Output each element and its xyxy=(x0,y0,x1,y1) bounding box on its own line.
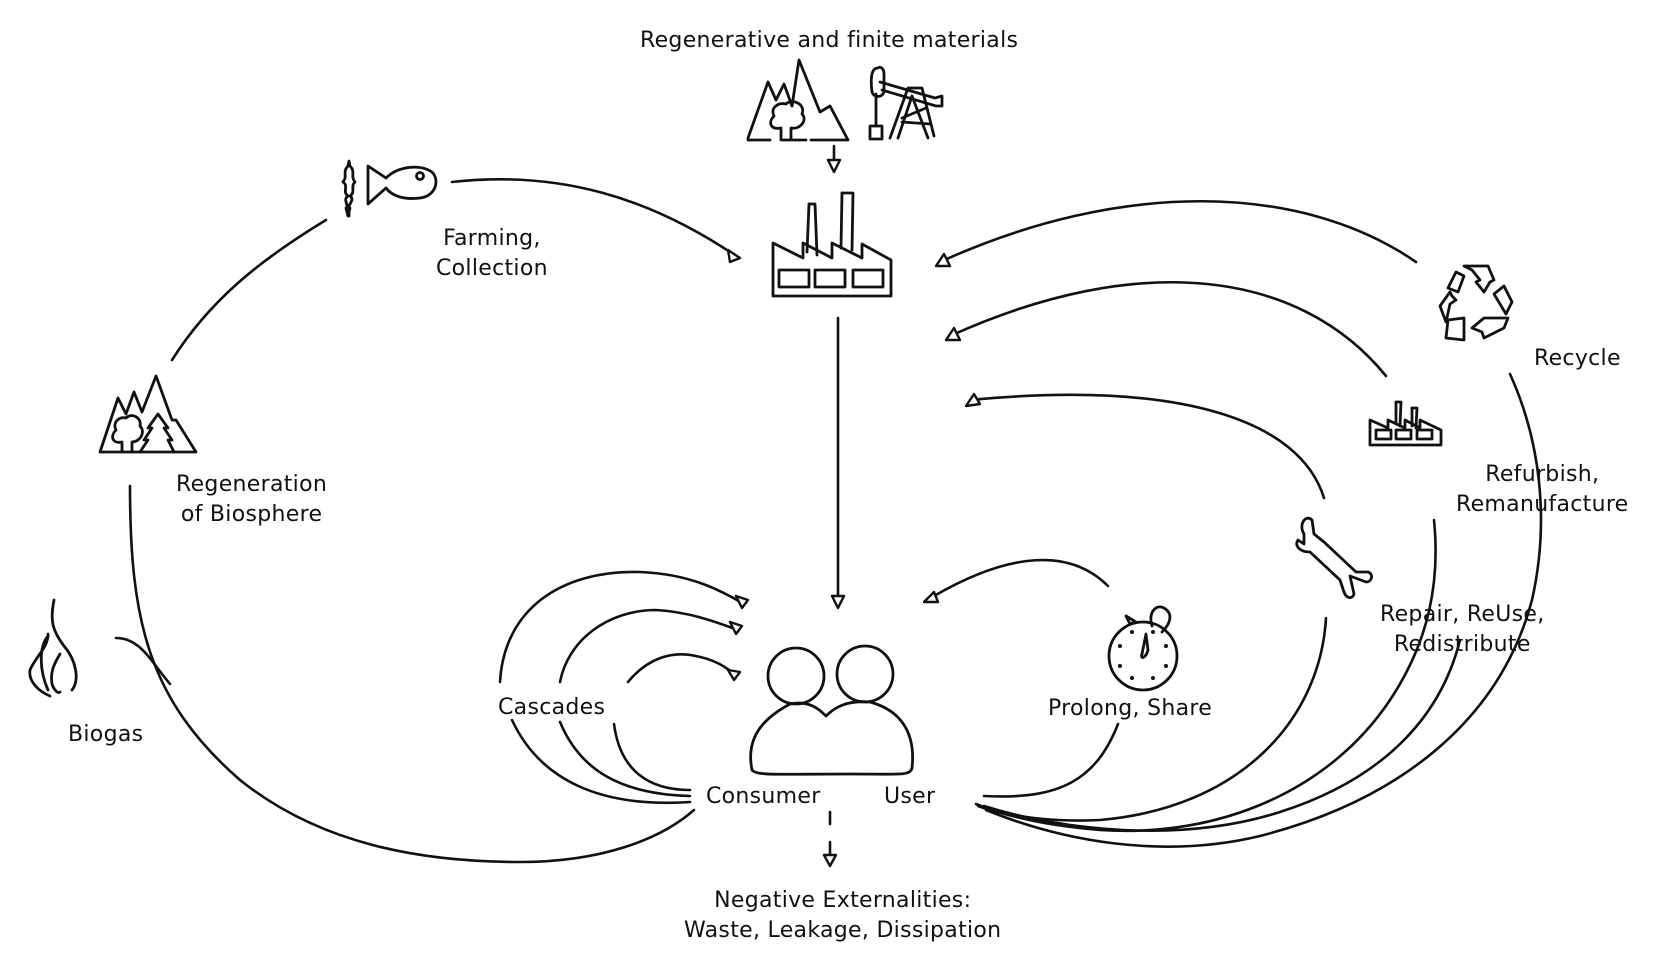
prolong-arc xyxy=(922,558,1120,798)
externalities-label-line2: Waste, Leakage, Dissipation xyxy=(684,918,1002,943)
consumer-label: Consumer xyxy=(706,784,821,809)
materials-arrow xyxy=(826,144,842,174)
recycle-arc xyxy=(934,200,1543,848)
materials-label: Regenerative and finite materials xyxy=(640,28,1019,53)
externalities-label-line1: Negative Externalities: xyxy=(714,888,972,913)
biosphere-mountain-icon xyxy=(98,374,198,454)
wrench-icon xyxy=(1295,516,1373,599)
farming-label-line1: Farming, xyxy=(443,226,541,251)
regeneration-label-line2: of Biosphere xyxy=(180,502,323,527)
factory-to-consumer-arrow xyxy=(830,316,846,610)
biosphere-loop-arc xyxy=(128,484,696,864)
regeneration-label-line1: Regeneration xyxy=(176,472,328,497)
repair-label-line2: Redistribute xyxy=(1393,632,1531,657)
flame-icon xyxy=(28,598,78,698)
prolong-label: Prolong, Share xyxy=(1048,696,1213,721)
factory-icon xyxy=(771,191,893,298)
recycle-icon xyxy=(1438,264,1514,342)
fish-icon xyxy=(366,164,438,206)
people-icon xyxy=(749,644,915,776)
biogas-arc xyxy=(114,636,172,686)
repair-arc xyxy=(964,392,1328,822)
wheat-icon xyxy=(341,159,357,218)
cascades-label: Cascades xyxy=(498,695,606,720)
repair-label-line1: Repair, ReUse, xyxy=(1380,602,1545,627)
repair-label: Repair, ReUse, Redistribute xyxy=(1380,600,1545,660)
refurbish-arc xyxy=(944,280,1437,833)
refurbish-label-line2: Remanufacture xyxy=(1456,492,1629,517)
biogas-label: Biogas xyxy=(68,722,144,747)
regeneration-label: Regeneration of Biosphere xyxy=(176,470,327,530)
refurbish-label: Refurbish, Remanufacture xyxy=(1456,460,1629,520)
recycle-label: Recycle xyxy=(1534,346,1621,371)
refurbish-label-line1: Refurbish, xyxy=(1485,462,1600,487)
small-factory-icon xyxy=(1368,400,1443,447)
cascades-arc-outer xyxy=(498,570,750,805)
user-label: User xyxy=(884,784,936,809)
farming-arc xyxy=(450,177,742,264)
externalities-arrow xyxy=(822,810,838,868)
biosphere-to-wheat-arc xyxy=(170,218,328,362)
stopwatch-icon xyxy=(1107,605,1179,692)
externalities-label: Negative Externalities: Waste, Leakage, … xyxy=(684,886,1001,946)
farming-label-line2: Collection xyxy=(436,256,548,281)
mountain-forest-icon xyxy=(746,58,850,142)
cascades-arc-inner xyxy=(612,652,742,792)
cascades-arc-middle xyxy=(558,608,744,798)
farming-label: Farming, Collection xyxy=(436,224,548,284)
oil-pump-icon xyxy=(868,65,944,141)
